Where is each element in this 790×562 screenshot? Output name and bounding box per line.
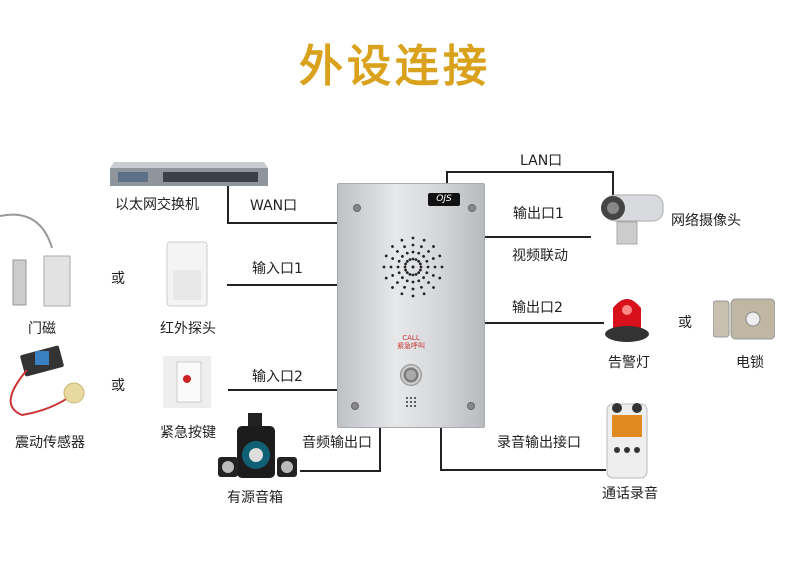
video-link-label: 视频联动 xyxy=(512,248,568,264)
call-en: CALL xyxy=(402,334,420,342)
page-title: 外设连接 xyxy=(299,41,491,92)
microphone-holes-icon xyxy=(406,397,416,407)
or-label-2: 或 xyxy=(111,378,125,394)
input2-label: 输入口2 xyxy=(252,369,303,385)
door-magnet-label: 门磁 xyxy=(28,321,56,337)
input1-label: 输入口1 xyxy=(252,261,303,277)
alarm-light-icon xyxy=(605,299,649,342)
ethernet-switch-icon xyxy=(110,162,268,186)
record-out-label: 录音输出接口 xyxy=(497,435,581,451)
door-magnet-icon xyxy=(0,213,71,307)
or-label-1: 或 xyxy=(111,271,125,287)
output2-label: 输出口2 xyxy=(512,300,563,316)
lan-label: LAN口 xyxy=(520,153,563,169)
wan-line-h xyxy=(227,222,337,224)
speaker-label: 有源音箱 xyxy=(227,490,283,506)
lan-line-h xyxy=(446,171,614,173)
switch-label: 以太网交换机 xyxy=(115,197,199,213)
call-recorder-icon xyxy=(606,403,648,479)
electric-lock-icon xyxy=(713,298,775,340)
input1-line xyxy=(227,284,337,286)
infrared-detector-icon xyxy=(166,241,208,307)
or-label-3: 或 xyxy=(678,315,692,331)
lan-line-v1 xyxy=(446,171,448,184)
audio-out-label: 音频输出口 xyxy=(302,435,372,451)
vibration-label: 震动传感器 xyxy=(15,435,85,451)
output1-label: 输出口1 xyxy=(513,206,564,222)
alarm-light-label: 告警灯 xyxy=(608,355,650,371)
recorder-label: 通话录音 xyxy=(602,486,658,502)
brand-logo: OJS xyxy=(428,193,460,206)
infrared-label: 红外探头 xyxy=(160,321,216,337)
output1-line xyxy=(485,236,591,238)
audio-line-v xyxy=(379,428,381,472)
speaker-grille-icon xyxy=(382,236,444,298)
vibration-sensor-icon xyxy=(9,345,85,417)
record-line-v xyxy=(440,428,442,471)
camera-label: 网络摄像头 xyxy=(671,213,741,229)
electric-lock-label: 电锁 xyxy=(736,355,764,371)
input2-line xyxy=(228,389,337,391)
lan-line-v2 xyxy=(612,171,614,195)
screw-icon xyxy=(468,204,476,212)
screw-icon xyxy=(351,402,359,410)
wan-line-v xyxy=(227,186,229,223)
output2-line xyxy=(485,322,604,324)
emergency-button-label: 紧急按键 xyxy=(160,425,216,441)
network-camera-icon xyxy=(601,194,664,245)
active-speaker-icon xyxy=(218,413,297,478)
screw-icon xyxy=(467,402,475,410)
emergency-button-icon xyxy=(163,356,211,408)
call-cn: 紧急呼叫 xyxy=(397,342,425,350)
record-line-h xyxy=(440,469,606,471)
screw-icon xyxy=(353,204,361,212)
wan-label: WAN口 xyxy=(250,198,298,214)
call-button[interactable] xyxy=(400,364,422,386)
audio-line-h xyxy=(300,470,381,472)
